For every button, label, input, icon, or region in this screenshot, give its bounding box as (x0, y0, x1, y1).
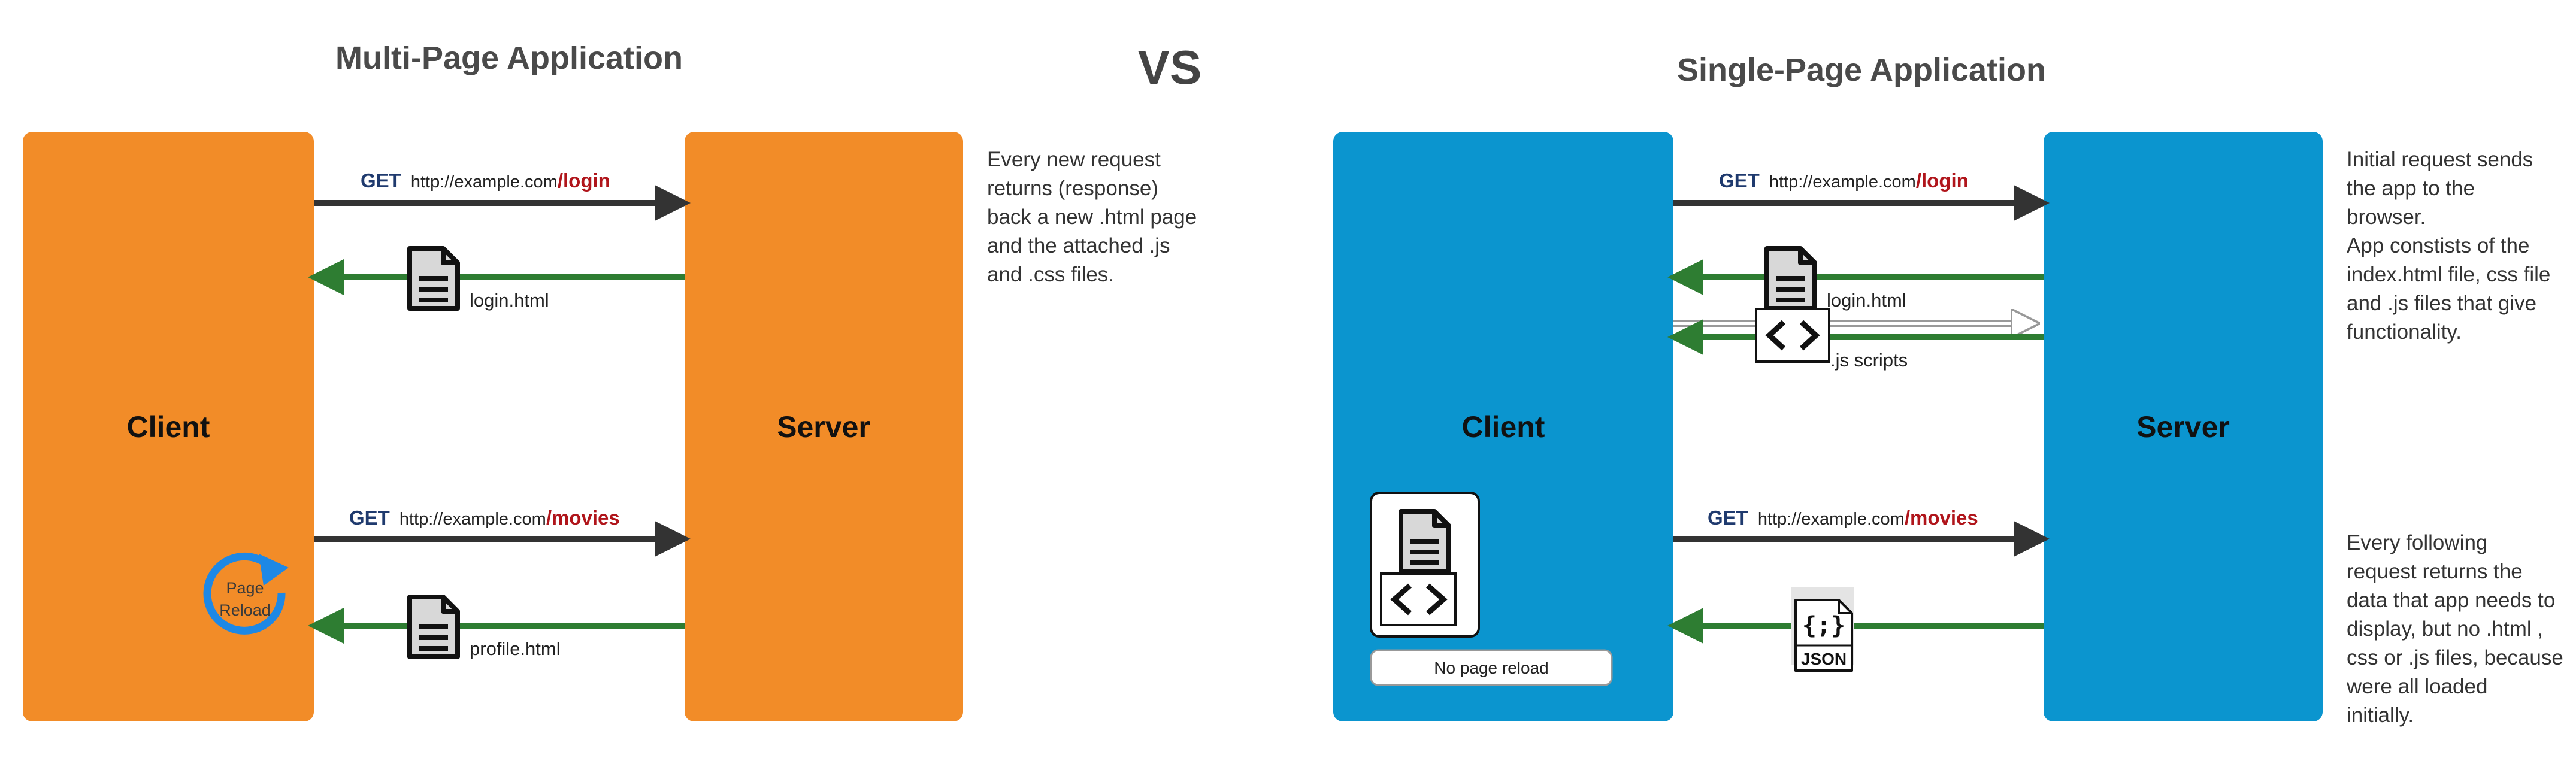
loaded-app-card (1370, 492, 1480, 638)
document-icon (410, 248, 458, 308)
mpa-server-box (685, 132, 963, 721)
code-icon (1755, 308, 1830, 363)
spa-note-following: Every following request returns the data… (2346, 531, 2569, 727)
reload-label-line1: Page (226, 579, 264, 597)
json-file-icon: {;} JSON (1794, 599, 1853, 672)
mpa-client-box (23, 132, 314, 721)
mpa-title: Multi-Page Application (335, 40, 683, 76)
spa-server-label: Server (2136, 410, 2230, 444)
code-icon (1380, 572, 1457, 626)
mpa-client-label: Client (127, 410, 210, 444)
mpa-server-label: Server (777, 410, 870, 444)
mpa-response-profile-file: profile.html (470, 638, 561, 659)
spa-note-initial: Initial request sends the app to the bro… (2347, 148, 2556, 344)
reload-label-line2: Reload (219, 601, 271, 619)
spa-response-scripts-label: .js scripts (1830, 350, 1908, 371)
mpa-response-login-file: login.html (470, 290, 549, 311)
vs-label: VS (1138, 41, 1202, 94)
document-icon (1767, 248, 1815, 308)
spa-title: Single-Page Application (1677, 52, 2046, 88)
no-page-reload-label: No page reload (1434, 659, 1548, 677)
no-page-reload-box (1370, 649, 1613, 686)
spa-response-login-file: login.html (1827, 290, 1906, 311)
reload-icon (203, 552, 289, 635)
spa-server-box (2044, 132, 2323, 721)
spa-client-label: Client (1462, 410, 1545, 444)
document-icon (1401, 511, 1449, 571)
json-glyph: {;} (1802, 612, 1845, 639)
mpa-note: Every new request returns (response) bac… (987, 148, 1203, 286)
json-label: JSON (1801, 650, 1847, 668)
document-icon (410, 597, 458, 657)
